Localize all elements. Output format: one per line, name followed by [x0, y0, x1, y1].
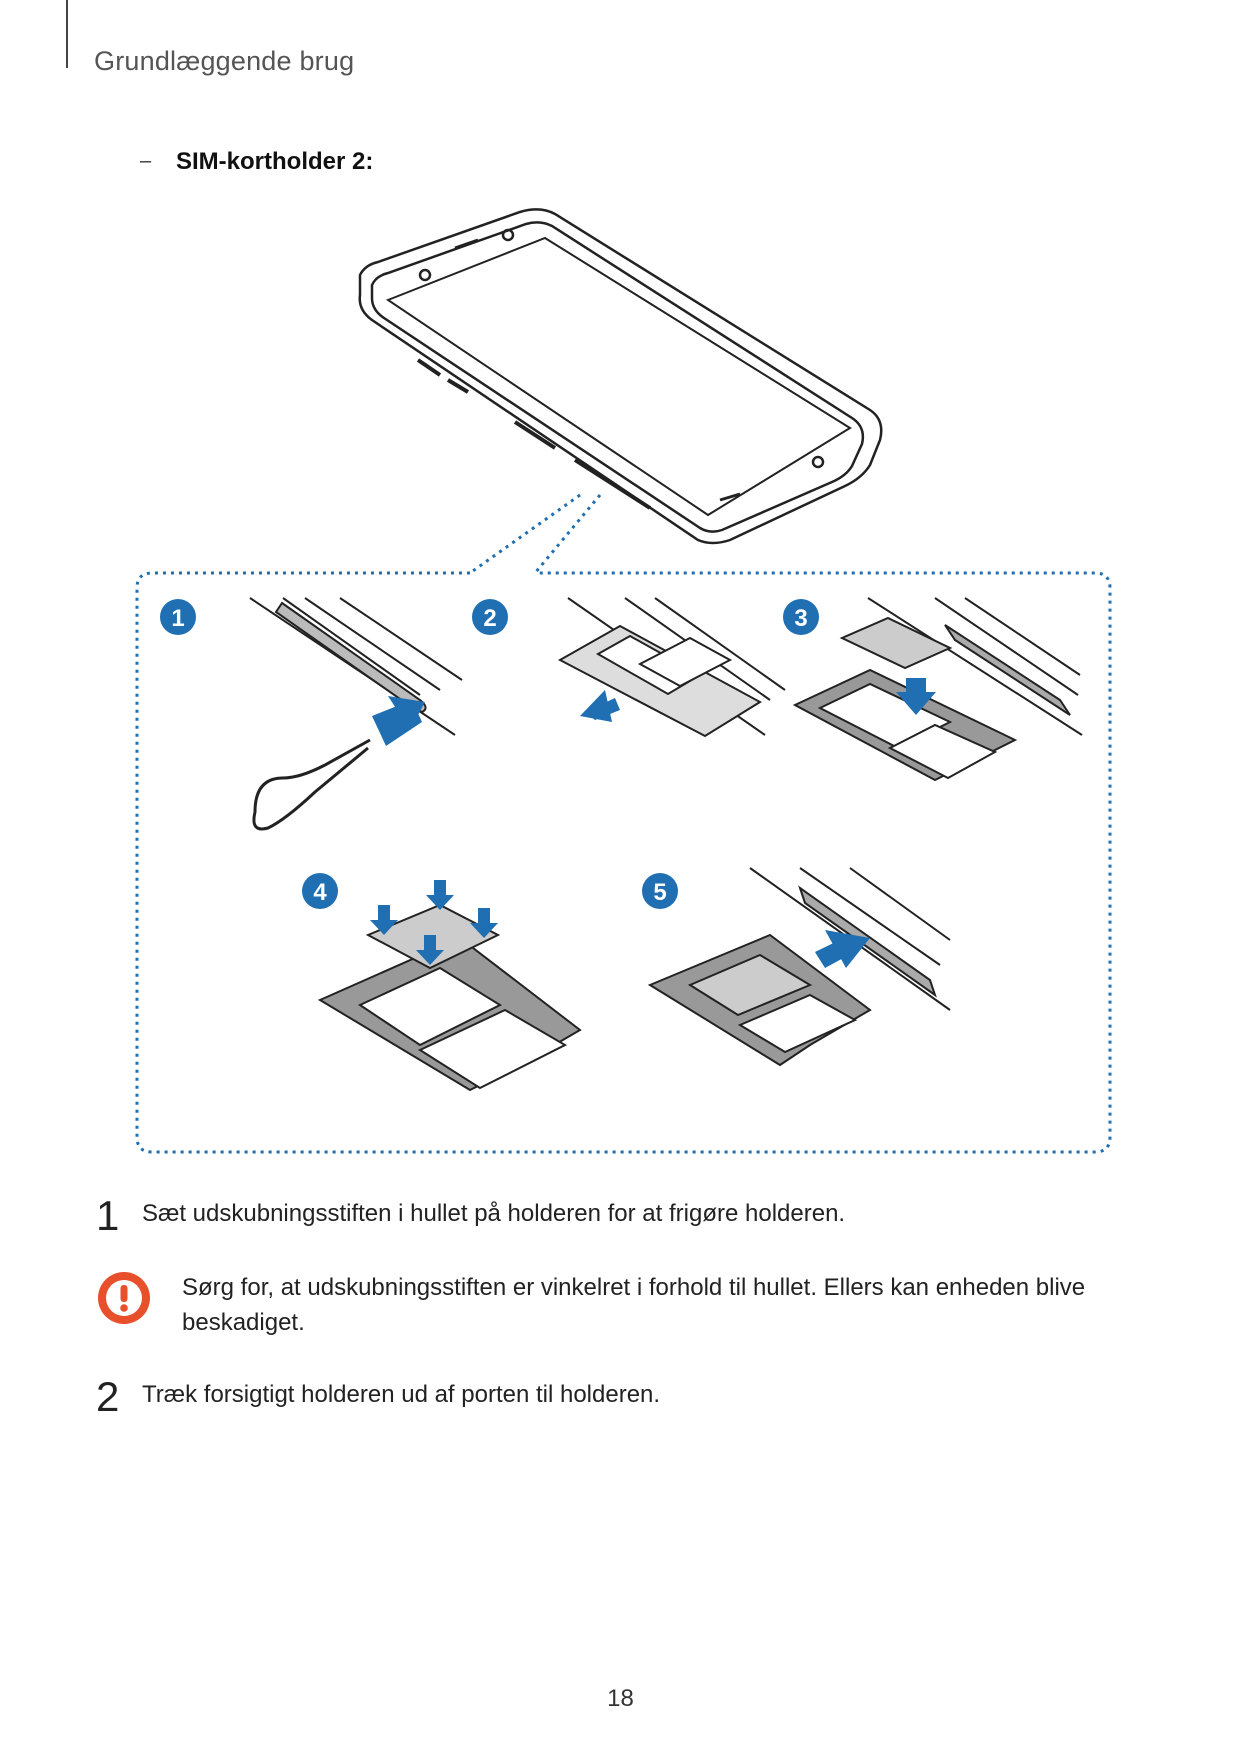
step-badge-4-label: 4 — [313, 879, 327, 906]
panel-2-pull-tray — [557, 597, 786, 738]
step-badge-1-label: 1 — [171, 605, 184, 632]
header-rule — [66, 0, 68, 68]
zoom-connector — [135, 493, 1112, 1154]
section-title: SIM-kortholder 2: — [176, 148, 374, 175]
step-text: Sæt udskubningsstiften i hullet på holde… — [142, 1200, 846, 1227]
sim-tray-illustration: 1 2 3 — [135, 208, 1112, 1154]
step-badge-3-label: 3 — [794, 605, 807, 632]
phone-drawing — [358, 208, 883, 545]
caution-icon — [98, 1272, 150, 1324]
caution-text: Sørg for, at udskubningsstiften er vinke… — [182, 1274, 1086, 1336]
step-badge-5-label: 5 — [653, 879, 666, 906]
panel-4-place-sim — [317, 880, 582, 1092]
step-badge-5: 5 — [642, 873, 678, 909]
panel-3-insert-sim — [792, 597, 1083, 782]
panel-5-insert-tray — [647, 867, 951, 1067]
step-number: 2 — [96, 1373, 120, 1420]
step-badge-2-label: 2 — [483, 605, 496, 632]
step-number: 1 — [96, 1192, 120, 1239]
step-text: Træk forsigtigt holderen ud af porten ti… — [142, 1381, 661, 1408]
step-badge-1: 1 — [160, 599, 196, 635]
panel-1-eject-pin — [249, 597, 463, 831]
step-1: 1 Sæt udskubningsstiften i hullet på hol… — [96, 1195, 845, 1237]
page-header-title: Grundlæggende brug — [94, 46, 355, 76]
step-badge-2: 2 — [472, 599, 508, 635]
step-2: 2 Træk forsigtigt holderen ud af porten … — [96, 1376, 660, 1418]
section-dash: – — [140, 150, 152, 172]
step-badge-3: 3 — [783, 599, 819, 635]
page-number: 18 — [607, 1685, 634, 1712]
step-badge-4: 4 — [302, 873, 338, 909]
